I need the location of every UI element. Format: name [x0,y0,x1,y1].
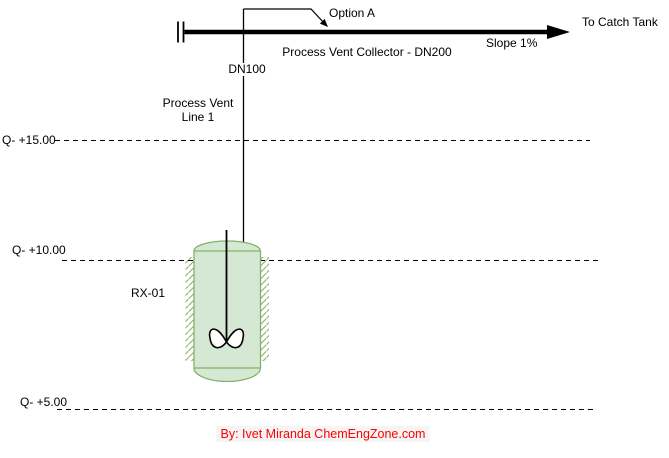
collector-pipe-label: Process Vent Collector - DN200 [282,45,452,59]
vent-branch-size-label: DN100 [226,62,268,76]
vent-line-name-line2: Line 1 [181,110,215,124]
elevation-label-plus5: Q- +5.00 [20,395,68,409]
option-a-arrowhead-icon [319,18,328,27]
slope-label: Slope 1% [486,36,538,50]
option-a-label: Option A [329,6,376,20]
vent-line-name-label: Process Vent Line 1 [163,96,234,124]
support-hatch-right [260,257,269,361]
elevation-label-plus15: Q- +15.00 [2,133,56,147]
elevation-label-plus10: Q- +10.00 [12,243,66,257]
agitator-impeller-right-blade [225,328,245,349]
reactor-tag-label: RX-01 [131,286,166,300]
vent-line-name-line1: Process Vent [162,96,234,110]
destination-label: To Catch Tank [582,15,658,29]
support-hatch-left [185,257,194,361]
credit-text: By: Ivet Miranda ChemEngZone.com [216,426,430,442]
agitator-impeller-left-blade [208,328,228,349]
option-a-leader-line [243,8,326,25]
collector-arrowhead-icon [547,25,570,39]
